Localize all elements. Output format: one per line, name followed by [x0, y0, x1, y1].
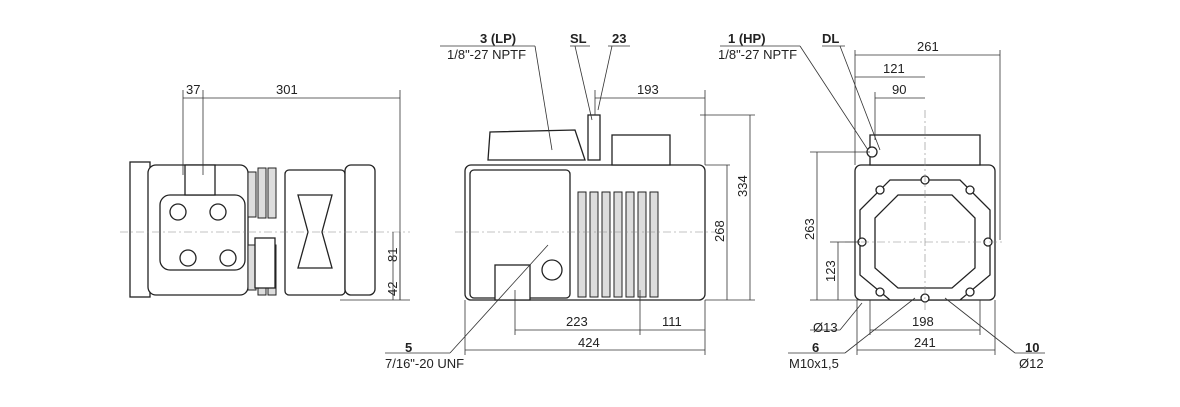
dim-198: 198 [912, 314, 934, 329]
top-view: 37 301 81 42 [120, 82, 410, 301]
callout-6-spec: M10x1,5 [789, 356, 839, 371]
dim-268: 268 [712, 220, 727, 242]
callout-5-spec: 7/16"-20 UNF [385, 356, 464, 371]
dim-301: 301 [276, 82, 298, 97]
dim-42: 42 [385, 282, 400, 296]
end-view: 1 (HP) 1/8"-27 NPTF DL 261 121 90 263 12… [718, 31, 1045, 371]
dim-193: 193 [637, 82, 659, 97]
dim-241: 241 [914, 335, 936, 350]
callout-sl: SL [570, 31, 587, 46]
side-view: 3 (LP) 1/8"-27 NPTF SL 23 5 7/16"-20 UNF… [385, 31, 755, 371]
callout-1-hp: 1 (HP) [728, 31, 766, 46]
callout-10: 10 [1025, 340, 1039, 355]
dim-334: 334 [735, 175, 750, 197]
callout-5: 5 [405, 340, 412, 355]
callout-dl: DL [822, 31, 839, 46]
callout-d13: Ø13 [813, 320, 838, 335]
callout-23: 23 [612, 31, 626, 46]
dim-81: 81 [385, 248, 400, 262]
dim-123: 123 [823, 260, 838, 282]
callout-10-spec: Ø12 [1019, 356, 1044, 371]
callout-1-spec: 1/8"-27 NPTF [718, 47, 797, 62]
dim-90: 90 [892, 82, 906, 97]
dim-263: 263 [802, 218, 817, 240]
dim-261: 261 [917, 39, 939, 54]
callout-3-lp: 3 (LP) [480, 31, 516, 46]
dim-121: 121 [883, 61, 905, 76]
dim-424: 424 [578, 335, 600, 350]
dim-37: 37 [186, 82, 200, 97]
dim-223: 223 [566, 314, 588, 329]
dim-111: 111 [662, 314, 682, 329]
callout-3-spec: 1/8"-27 NPTF [447, 47, 526, 62]
callout-6: 6 [812, 340, 819, 355]
